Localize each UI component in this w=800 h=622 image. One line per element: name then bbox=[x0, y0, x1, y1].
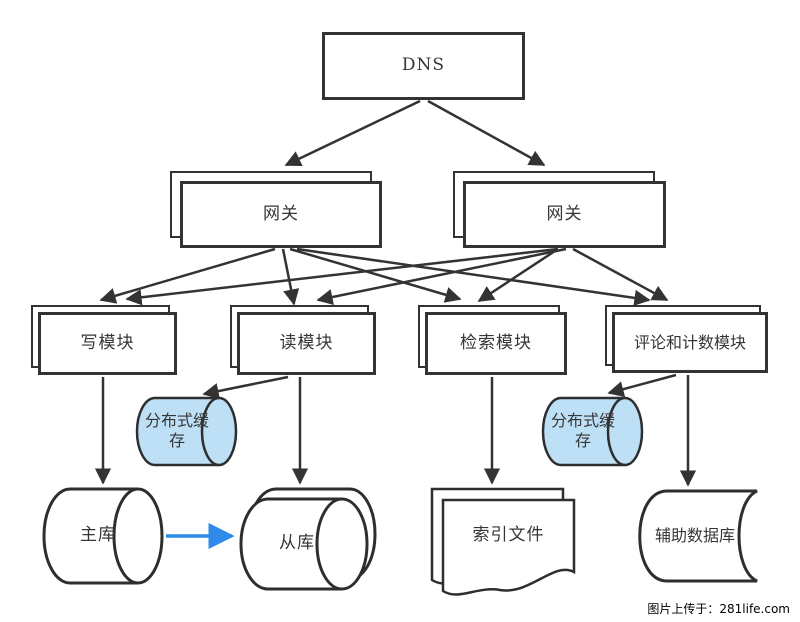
aux-db-stored-data-shape bbox=[638, 489, 758, 583]
slave-db-stacked-cylinder-shape bbox=[239, 487, 377, 591]
cache-left-cylinder-shape bbox=[135, 396, 238, 467]
cache-right-cylinder-shape bbox=[541, 396, 644, 467]
arrow-gateway-left-to-comment-module bbox=[296, 247, 651, 306]
arrow-gateway-right-to-search-module bbox=[477, 247, 559, 303]
node-comment-count-module bbox=[612, 312, 768, 373]
watermark-text: 图片上传于：281life.com bbox=[647, 602, 790, 616]
node-dns bbox=[322, 32, 525, 100]
node-gateway-right bbox=[463, 181, 666, 248]
index-file-documents-shape bbox=[430, 487, 576, 596]
arrow-comment-module-to-cache-right bbox=[607, 373, 677, 398]
node-gateway-left bbox=[180, 181, 382, 248]
arrow-gateway-right-to-comment-module bbox=[572, 247, 669, 302]
arrow-gateway-right-to-write-module bbox=[125, 247, 559, 306]
master-db-cylinder-shape bbox=[42, 487, 164, 585]
arrow-gateway-right-to-read-module bbox=[316, 247, 567, 306]
node-search-module bbox=[425, 312, 567, 375]
node-write-module bbox=[38, 312, 177, 375]
arrow-gateway-left-to-read-module bbox=[281, 248, 300, 306]
arrow-dns-to-gateway-left bbox=[284, 99, 421, 167]
arrow-dns-to-gateway-right bbox=[427, 99, 546, 167]
arrow-gateway-left-to-search-module bbox=[289, 247, 462, 303]
node-read-module bbox=[237, 312, 376, 375]
arrow-read-module-to-cache-left bbox=[202, 375, 289, 400]
